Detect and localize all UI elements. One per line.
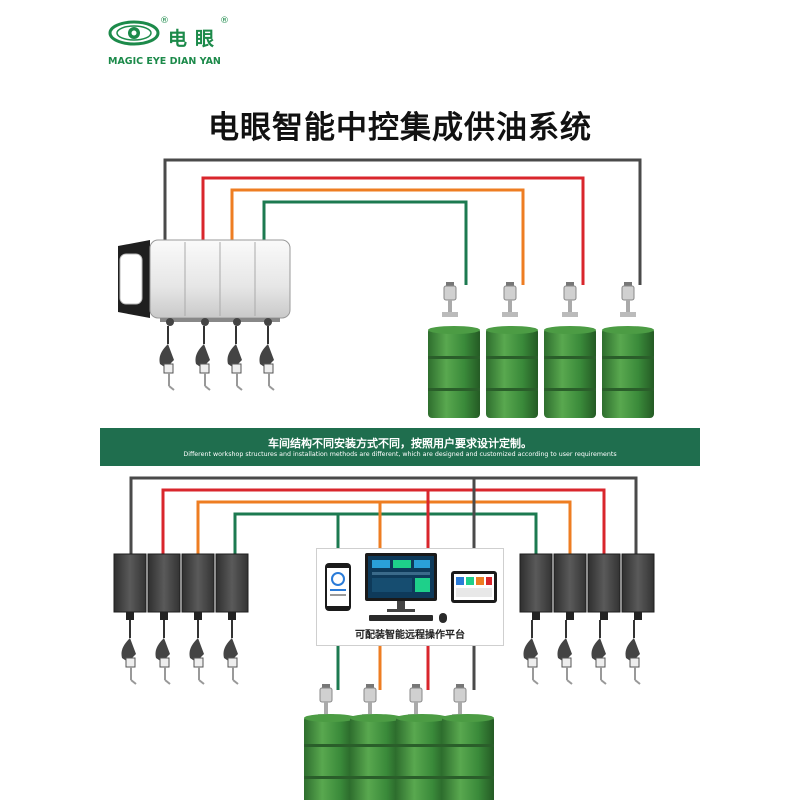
- pipe-red-top: [201, 176, 585, 285]
- hose-reel: [553, 553, 587, 621]
- oil-barrel: [442, 714, 494, 800]
- fuel-nozzle-icon: [194, 325, 211, 391]
- registered-mark: ®: [160, 16, 169, 26]
- oil-barrel: [602, 326, 654, 418]
- hose-reel: [519, 553, 553, 621]
- pump-icon: [451, 683, 469, 720]
- pump-icon: [441, 281, 459, 318]
- fuel-nozzle-icon: [188, 619, 205, 685]
- oil-barrel: [304, 714, 356, 800]
- pipe-orange-bottom: [196, 500, 572, 555]
- hose-reel: [215, 553, 249, 621]
- fuel-nozzle-icon: [590, 619, 607, 685]
- fuel-nozzle-icon: [222, 619, 239, 685]
- hose-reel: [113, 553, 147, 621]
- fuel-nozzle-icon: [556, 619, 573, 685]
- banner-text-en: Different workshop structures and instal…: [183, 451, 617, 458]
- brand-name-en: MAGIC EYE DIAN YAN: [108, 56, 221, 67]
- right-reel-group: [519, 553, 655, 685]
- oil-barrel: [396, 714, 448, 800]
- fuel-nozzle-icon: [120, 619, 137, 685]
- fuel-nozzle-icon: [258, 325, 275, 391]
- smartphone-icon: [325, 563, 351, 611]
- desktop-monitor-icon: [365, 553, 447, 623]
- pipe-gray-top: [163, 158, 642, 285]
- oil-barrel: [350, 714, 402, 800]
- left-reel-group: [113, 553, 249, 685]
- page-title: 电眼智能中控集成供油系统: [208, 110, 592, 146]
- pipe-gray-bottom: [129, 476, 638, 555]
- fuel-nozzle-icon: [624, 619, 641, 685]
- pipe-green-bottom: [233, 512, 538, 555]
- top-nozzles: [158, 325, 275, 391]
- pipe-red-bottom: [161, 488, 606, 555]
- white-reel-unit: [118, 239, 291, 326]
- hose-reel: [181, 553, 215, 621]
- brand-logo: ® ® 电眼 MAGIC EYE DIAN YAN: [108, 14, 238, 70]
- pump-icon: [561, 281, 579, 318]
- hose-reel: [587, 553, 621, 621]
- info-banner: 车间结构不同安装方式不同，按照用户要求设计定制。 Different works…: [100, 428, 700, 466]
- top-pipes: [163, 158, 642, 285]
- hose-reel: [147, 553, 181, 621]
- eye-logo-icon: [108, 20, 160, 46]
- top-barrels: [428, 281, 654, 418]
- pump-icon: [317, 683, 335, 720]
- pump-icon: [407, 683, 425, 720]
- remote-platform-panel: 可配装智能远程操作平台: [316, 548, 504, 646]
- platform-label: 可配装智能远程操作平台: [355, 630, 465, 641]
- pump-icon: [361, 683, 379, 720]
- oil-barrel: [544, 326, 596, 418]
- fuel-nozzle-icon: [226, 325, 243, 391]
- pipe-green-top: [262, 200, 468, 285]
- pipe-orange-top: [230, 188, 525, 285]
- oil-barrel: [428, 326, 480, 418]
- fuel-nozzle-icon: [154, 619, 171, 685]
- banner-text-cn: 车间结构不同安装方式不同，按照用户要求设计定制。: [268, 437, 532, 450]
- hose-reel: [621, 553, 655, 621]
- pump-icon: [501, 281, 519, 318]
- brand-name-cn: 电眼: [168, 28, 223, 50]
- pump-icon: [619, 281, 637, 318]
- fuel-nozzle-icon: [522, 619, 539, 685]
- registered-mark-2: ®: [220, 16, 229, 26]
- tablet-icon: [451, 571, 497, 603]
- oil-barrel: [486, 326, 538, 418]
- fuel-nozzle-icon: [158, 325, 175, 391]
- bottom-barrels: [304, 683, 494, 800]
